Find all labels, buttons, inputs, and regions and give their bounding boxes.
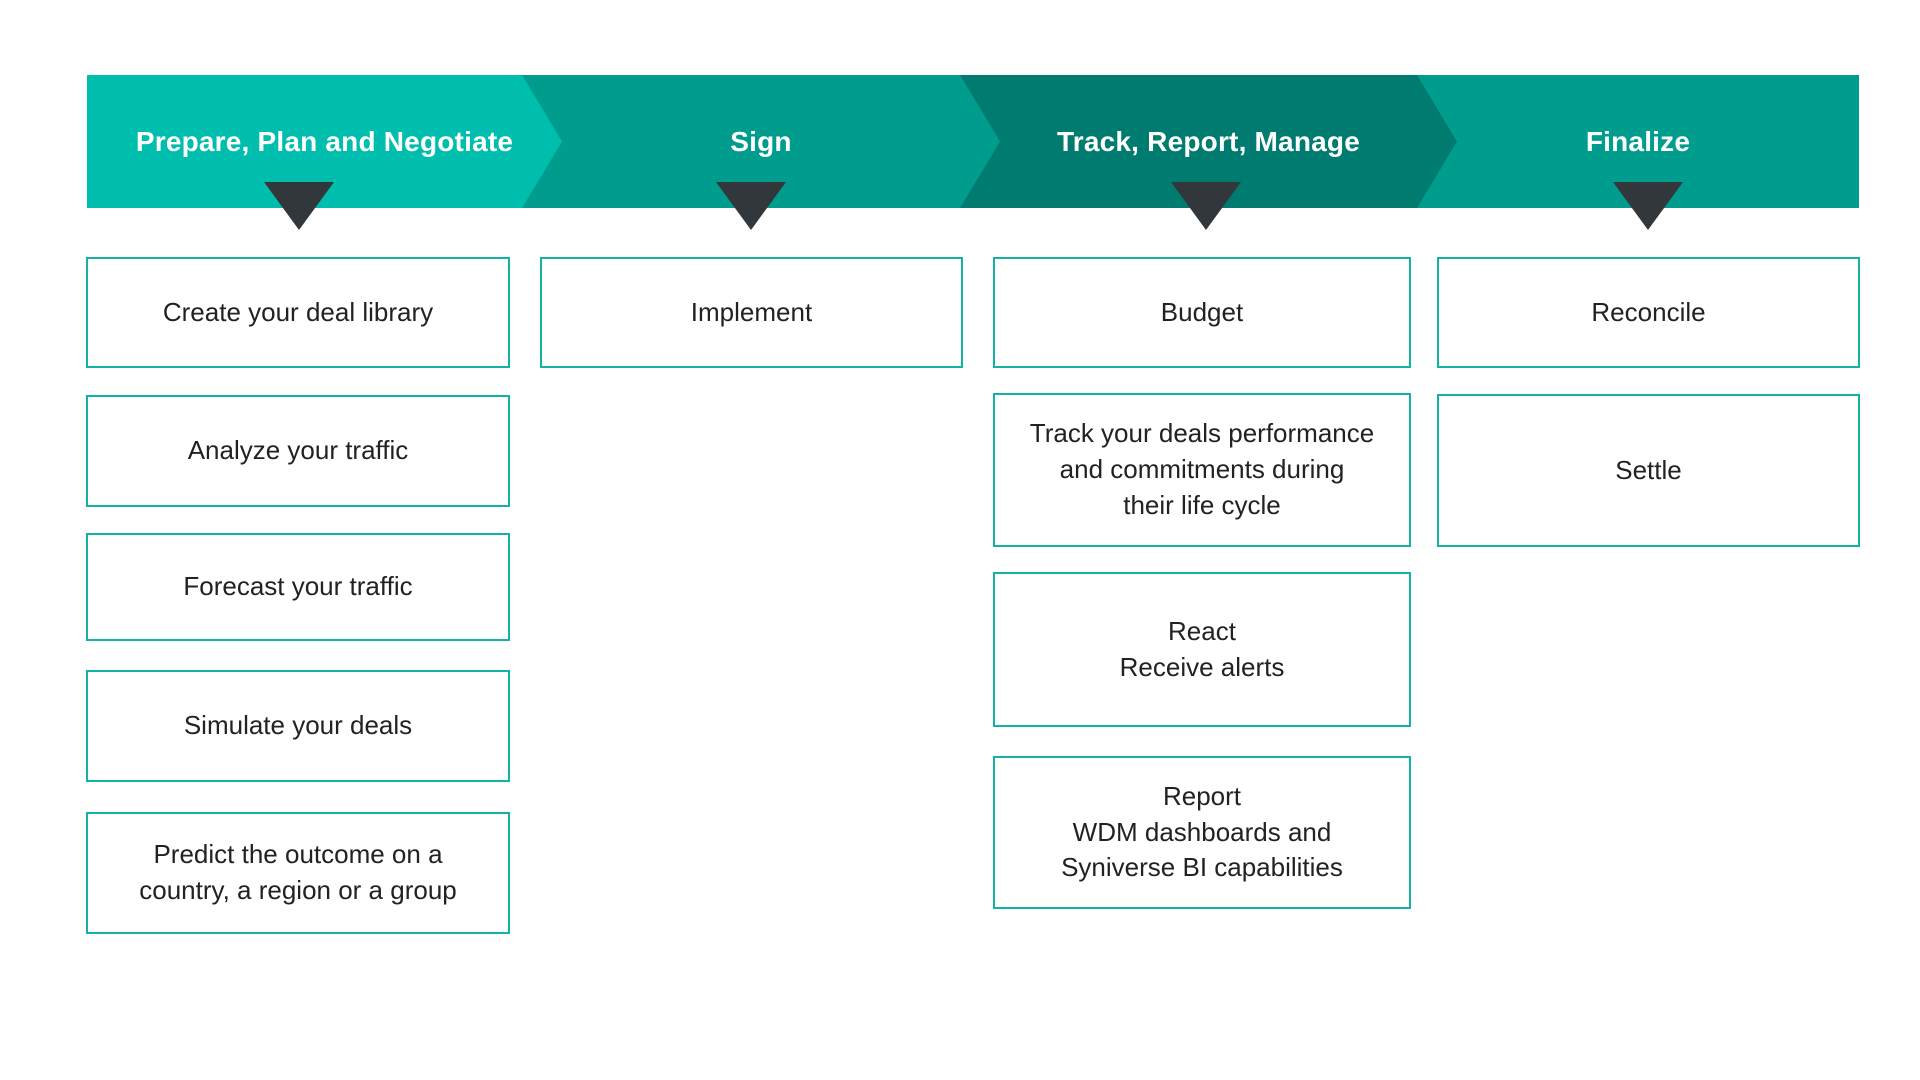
step-box-text: Budget <box>1160 296 1244 327</box>
step-box-text: Create your deal library <box>162 296 434 327</box>
step-box-track-performance: Track your deals performance and commitm… <box>993 393 1411 547</box>
step-box-text: their life cycle <box>1123 489 1281 520</box>
step-box-text: React <box>1168 615 1236 646</box>
step-box-text: Track your deals performance <box>1029 418 1375 449</box>
step-box-report-dashboards: Report WDM dashboards and Syniverse BI c… <box>993 756 1411 909</box>
step-box-reconcile: Reconcile <box>1437 257 1860 368</box>
step-box-text: Predict the outcome on a <box>153 839 443 870</box>
step-box-text: Receive alerts <box>1119 651 1285 682</box>
stage-label: Track, Report, Manage <box>1057 125 1360 157</box>
step-box-implement: Implement <box>540 257 963 368</box>
step-box-text: country, a region or a group <box>139 875 457 905</box>
step-box-text: Simulate your deals <box>183 710 413 741</box>
step-box-text: Forecast your traffic <box>183 571 413 602</box>
step-box-budget: Budget <box>993 257 1411 368</box>
step-box-text: Report <box>1162 780 1242 811</box>
step-box-text: Reconcile <box>1591 296 1706 327</box>
step-box-analyze-traffic: Analyze your traffic <box>86 395 510 507</box>
step-box-text: Implement <box>690 296 813 327</box>
stage-label: Prepare, Plan and Negotiate <box>135 125 514 157</box>
step-box-text: WDM dashboards and <box>1072 816 1332 847</box>
step-box-predict-outcome: Predict the outcome on a country, a regi… <box>86 812 510 934</box>
step-box-text: Settle <box>1615 454 1682 485</box>
step-box-simulate-deals: Simulate your deals <box>86 670 510 782</box>
step-box-settle: Settle <box>1437 394 1860 547</box>
step-box-text: Analyze your traffic <box>187 435 409 466</box>
step-box-react-receive-alerts: React Receive alerts <box>993 572 1411 727</box>
stage-label: Finalize <box>1585 125 1691 157</box>
step-box-text: Syniverse BI capabilities <box>1061 852 1343 883</box>
step-box-forecast-traffic: Forecast your traffic <box>86 533 510 641</box>
stage-label: Sign <box>730 125 792 157</box>
step-box-text: and commitments during <box>1059 454 1345 485</box>
step-box-create-deal-library: Create your deal library <box>86 257 510 368</box>
